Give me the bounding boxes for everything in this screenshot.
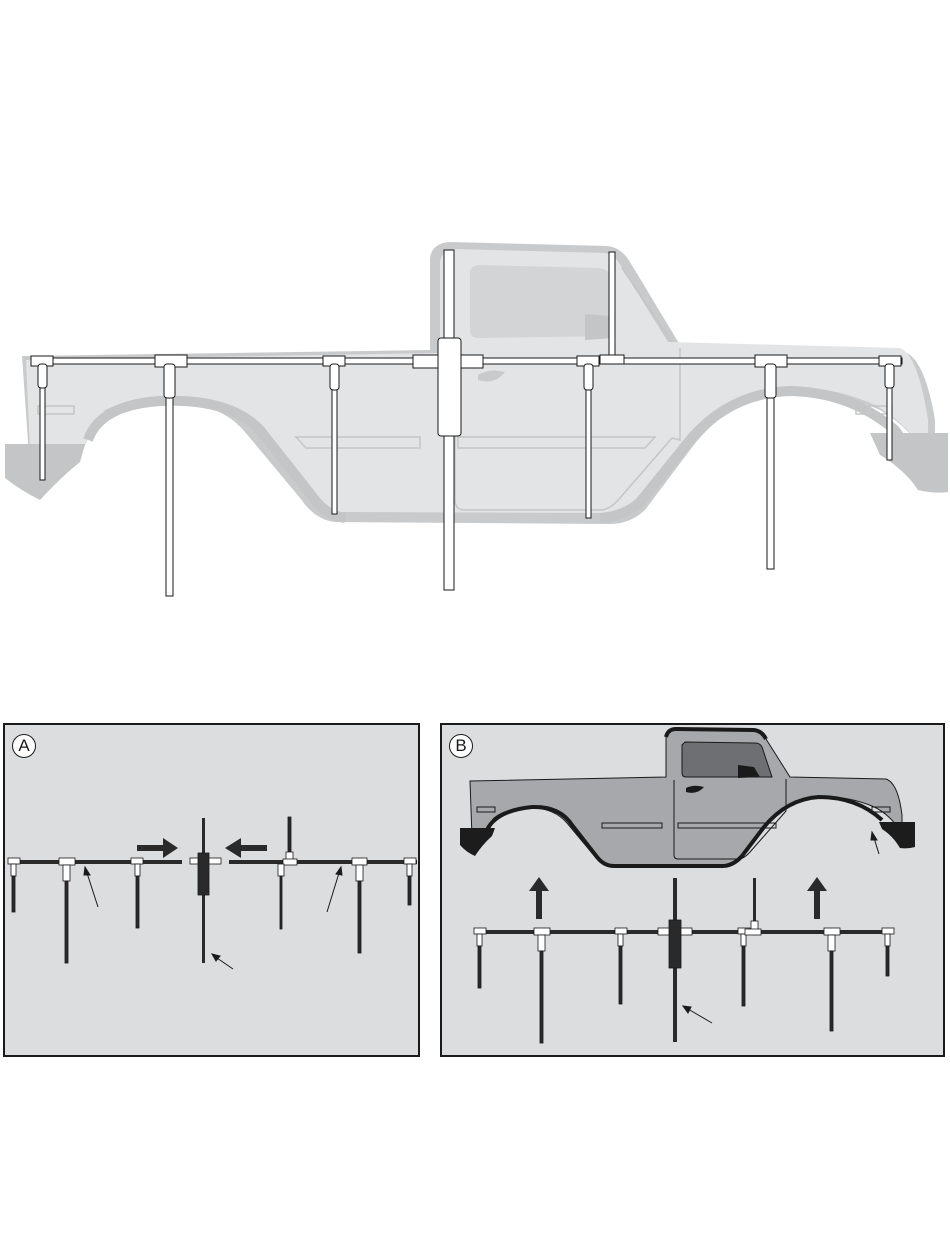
frame-legs-b: [474, 928, 894, 1043]
arrow-up-icon: [807, 877, 827, 919]
center-post-piece: [190, 818, 221, 963]
front-mud-flap-b: [879, 822, 915, 848]
right-frame-rail: [229, 860, 417, 864]
cab-pillar-post-b: [745, 878, 761, 935]
left-frame-rail: [10, 860, 182, 864]
cab-window-b: [682, 742, 772, 777]
arrow-left-icon: [225, 838, 267, 858]
step-b-illustration: [442, 725, 947, 1059]
right-frame-legs: [278, 817, 416, 953]
arrow-up-icon: [529, 877, 549, 919]
front-mud-flap: [870, 433, 948, 493]
center-post-b: [658, 878, 692, 1042]
step-a-panel: A: [3, 723, 420, 1057]
step-a-illustration: [5, 725, 422, 1059]
cab-pillar-post: [609, 252, 615, 360]
leader-arrow-icon: [84, 867, 342, 969]
arrow-right-icon: [137, 838, 178, 858]
center-sleeve: [438, 338, 461, 436]
step-b-panel: B: [440, 723, 945, 1057]
truck-body-frame-overview: [0, 0, 950, 620]
cab-pillar-connector: [600, 355, 624, 364]
rear-mud-flap-b: [460, 828, 495, 856]
left-frame-legs: [8, 858, 143, 963]
